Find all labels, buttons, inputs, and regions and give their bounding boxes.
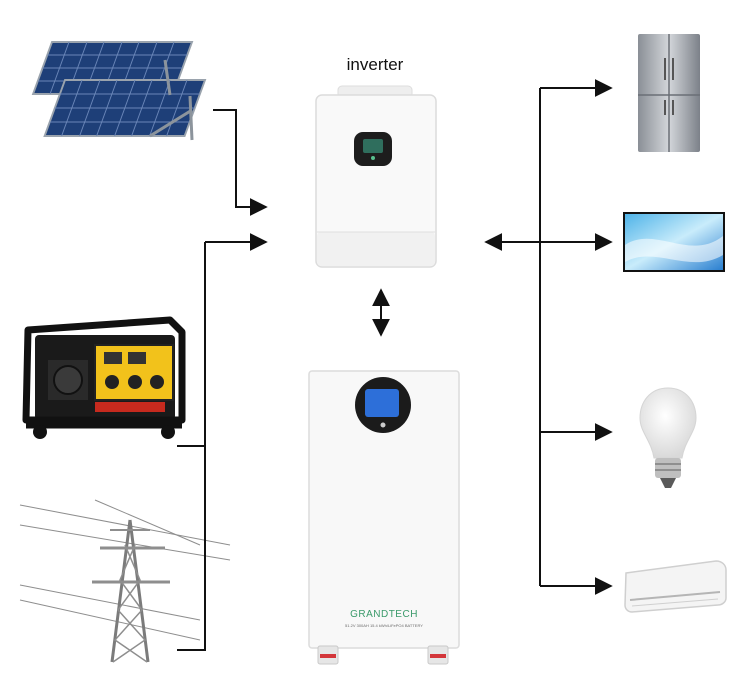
refrigerator-icon [638,34,700,152]
light-bulb-icon [639,387,697,488]
television-icon [623,212,725,272]
battery-brand-text: GRANDTECH [350,609,418,620]
air-conditioner-icon [624,560,727,613]
solar-to-inverter-arrow [213,109,268,216]
inverter-unit [315,85,437,268]
generator-grid-bus [177,242,206,651]
connector-lines [177,79,613,651]
battery-unit: GRANDTECH 51.2V 300AH 15.4 kWh/LiFePO4 B… [308,370,460,665]
generator-icon [22,316,186,439]
solar-panels-icon [31,41,207,141]
inverter-label: inverter [347,55,404,74]
power-grid-tower-icon [19,499,231,663]
battery-model-text: 51.2V 300AH 15.4 kWh/LiFePO4 BATTERY [345,623,423,628]
